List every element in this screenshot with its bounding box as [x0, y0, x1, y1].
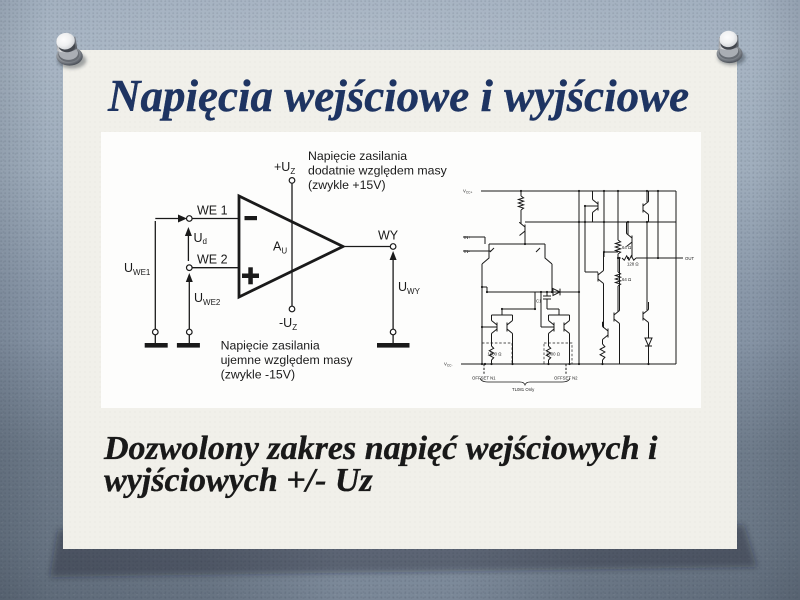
- svg-text:UWE2: UWE2: [194, 291, 221, 307]
- svg-text:dodatnie względem masy: dodatnie względem masy: [308, 164, 448, 178]
- svg-text:-UZ: -UZ: [279, 316, 297, 332]
- svg-text:Ud: Ud: [194, 231, 207, 246]
- svg-text:TL081 Only: TL081 Only: [512, 387, 535, 392]
- svg-text:WE 1: WE 1: [197, 204, 228, 218]
- svg-text:OUT: OUT: [685, 256, 694, 261]
- svg-text:64 Ω: 64 Ω: [622, 245, 632, 250]
- svg-text:IN-: IN-: [464, 249, 470, 254]
- svg-text:128 Ω: 128 Ω: [627, 262, 639, 267]
- svg-text:1000 Ω: 1000 Ω: [488, 352, 503, 357]
- svg-text:WE 2: WE 2: [197, 253, 228, 267]
- svg-text:AU: AU: [273, 240, 287, 256]
- svg-text:OFFSET N2: OFFSET N2: [554, 376, 578, 381]
- svg-text:UWY: UWY: [398, 280, 421, 296]
- svg-text:ujemne względem masy: ujemne względem masy: [221, 353, 354, 367]
- svg-text:(zwykle -15V): (zwykle -15V): [221, 368, 295, 382]
- svg-text:+UZ: +UZ: [274, 160, 295, 176]
- svg-text:WY: WY: [378, 229, 399, 243]
- svg-text:IN+: IN+: [464, 235, 471, 240]
- svg-text:VCC+: VCC+: [463, 189, 472, 195]
- svg-text:1000 Ω: 1000 Ω: [546, 352, 561, 357]
- svg-text:VCC-: VCC-: [444, 362, 453, 368]
- svg-text:OFFSET N1: OFFSET N1: [472, 376, 496, 381]
- svg-text:UWE1: UWE1: [124, 261, 151, 277]
- svg-text:C1: C1: [536, 299, 542, 304]
- svg-text:Napięcie zasilania: Napięcie zasilania: [308, 149, 407, 163]
- svg-text:64 Ω: 64 Ω: [622, 277, 632, 282]
- svg-text:(zwykle +15V): (zwykle +15V): [308, 178, 386, 192]
- svg-text:Napięcie zasilania: Napięcie zasilania: [221, 339, 320, 353]
